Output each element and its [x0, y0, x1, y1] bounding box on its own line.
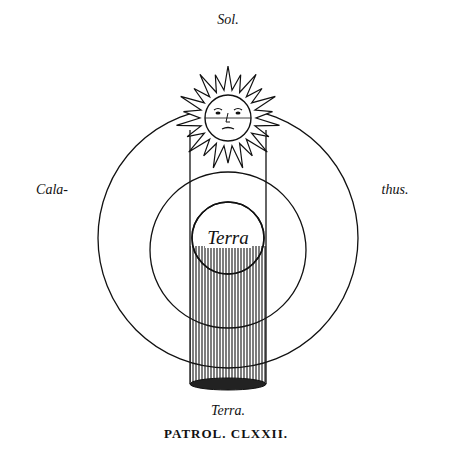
- sun-rays: [177, 66, 280, 168]
- source-caption: PATROL. CLXXII.: [164, 427, 288, 441]
- sun-label: Sol.: [217, 12, 238, 27]
- earth-shadow: [190, 246, 266, 382]
- earth-outline: [192, 202, 264, 274]
- calathus-right: thus.: [382, 182, 409, 197]
- earth-bottom-label: Terra.: [211, 403, 245, 418]
- earth-node: Terra: [193, 203, 263, 273]
- earth-label: Terra: [205, 228, 251, 249]
- shadow-end: [190, 378, 266, 390]
- calathus-left: Cala-: [36, 182, 68, 197]
- sun-face: [205, 95, 251, 141]
